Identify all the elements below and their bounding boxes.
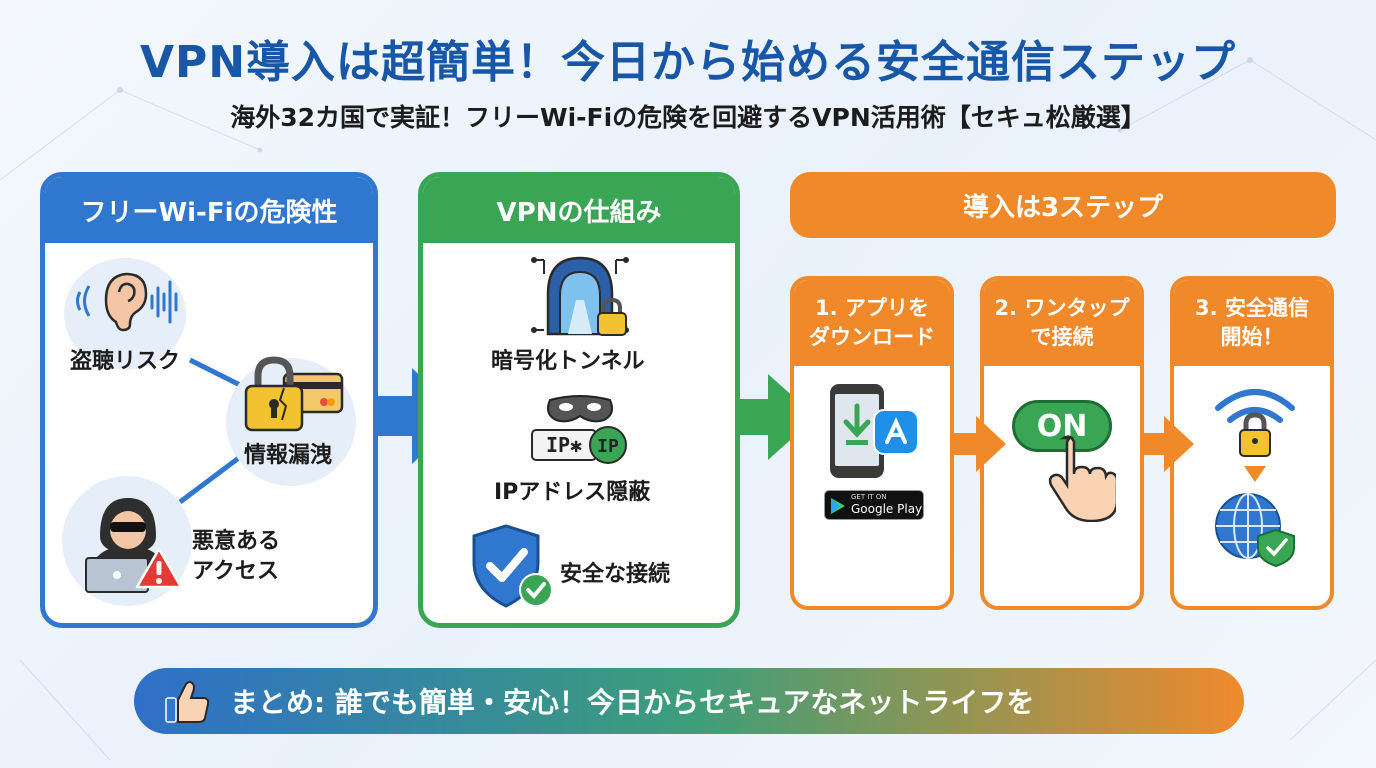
mechanism-secure-label: 安全な接続 <box>560 562 671 587</box>
risk-malicious-label-1: 悪意ある <box>192 529 281 554</box>
down-triangle-icon <box>1244 466 1266 482</box>
on-switch-button[interactable]: ON <box>1012 400 1112 452</box>
mask-icon: IP✱ IP <box>531 395 627 464</box>
mechanism-heading: VPNの仕組み <box>423 177 735 243</box>
summary-text: まとめ: 誰でも簡単・安心！今日からセキュアなネットライフを <box>230 686 1035 719</box>
arrow-orange-1-icon <box>952 416 1006 472</box>
risk-leak-label: 情報漏洩 <box>244 443 333 468</box>
ip-masked-text: IP✱ <box>546 433 582 457</box>
smartphone-icon <box>830 384 919 478</box>
step-1-title: 1. アプリを ダウンロード <box>794 280 950 366</box>
play-triangle-icon <box>831 498 845 514</box>
step-1-card: 1. アプリを ダウンロード <box>790 276 954 610</box>
arrow-orange-2-icon <box>1140 416 1194 472</box>
steps-heading: 導入は3ステップ <box>790 172 1336 238</box>
hand-pointer-icon <box>1048 435 1116 522</box>
warning-icon <box>135 547 183 589</box>
wifi-icon <box>1215 389 1295 457</box>
tunnel-icon <box>531 256 629 336</box>
globe-icon <box>1215 493 1295 568</box>
badge-big-text: Google Play <box>851 502 923 516</box>
step-3-line1: 3. 安全通信 <box>1195 296 1309 320</box>
step-3-line2: 開始！ <box>1220 325 1284 349</box>
ip-text: IP <box>597 436 619 457</box>
shield-check-icon <box>472 524 553 608</box>
risk-eavesdrop-label: 盗聴リスク <box>70 349 181 374</box>
step-2-title: 2. ワンタップ で接続 <box>984 280 1140 366</box>
padlock-icon <box>244 356 344 432</box>
step-3-title: 3. 安全通信 開始！ <box>1174 280 1330 366</box>
hacker-icon <box>85 498 168 593</box>
ear-icon <box>76 272 178 332</box>
step-2-line1: 2. ワンタップ <box>994 296 1130 320</box>
step-2-line2: で接続 <box>1030 325 1094 349</box>
badge-small-text: GET IT ON <box>851 493 887 501</box>
thumbs-up-icon <box>165 681 210 723</box>
risk-malicious-label-2: アクセス <box>192 559 279 584</box>
risks-heading: フリーWi-Fiの危険性 <box>45 177 373 243</box>
arrow-green-icon <box>736 374 816 460</box>
summary-banner: まとめ: 誰でも簡単・安心！今日からセキュアなネットライフを <box>134 668 1244 734</box>
page-title: VPN導入は超簡単！今日から始める安全通信ステップ <box>139 37 1237 88</box>
step-3-card: 3. 安全通信 開始！ <box>1170 276 1334 610</box>
google-play-badge[interactable]: GET IT ON Google Play <box>824 490 924 520</box>
step-1-line2: ダウンロード <box>809 325 935 349</box>
mechanism-ip-label: IPアドレス隠蔽 <box>494 480 651 505</box>
step-1-line1: 1. アプリを <box>815 296 929 320</box>
mechanism-tunnel-label: 暗号化トンネル <box>491 349 645 374</box>
page-subtitle: 海外32カ国で実証！フリーWi-Fiの危険を回避するVPN活用術【セキュ松厳選】 <box>230 103 1146 132</box>
